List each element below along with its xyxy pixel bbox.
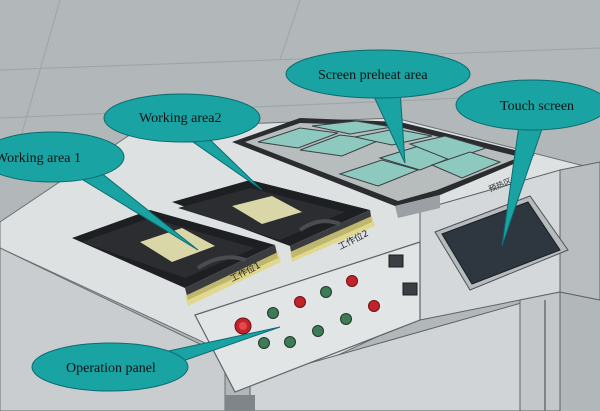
working-area-1-tray	[72, 210, 281, 306]
machine-foot	[225, 395, 255, 411]
callout-working-area-1: Working area 1	[0, 131, 199, 251]
preheat-glass-panes	[257, 120, 502, 187]
working-area-2-tray	[172, 180, 375, 262]
callout-label-touch-screen: Touch screen	[500, 99, 574, 114]
push-button-icon[interactable]	[312, 325, 324, 337]
push-button-icon[interactable]	[294, 296, 306, 308]
callout-screen-preheat-area: Screen preheat area	[285, 49, 471, 164]
push-button-icon[interactable]	[284, 336, 296, 348]
callout-label-working-area-2: Working area2	[139, 111, 221, 126]
callout-operation-panel: Operation panel	[31, 326, 281, 392]
callout-working-area-2: Working area2	[103, 93, 263, 191]
push-button-icon[interactable]	[346, 275, 358, 287]
preheat-frame-edge	[395, 195, 440, 218]
operation-panel-controls	[234, 254, 418, 349]
push-button-icon[interactable]	[368, 300, 380, 312]
callout-label-operation-panel: Operation panel	[66, 361, 156, 376]
push-button-icon[interactable]	[267, 307, 279, 319]
callout-label-working-area-1: Working area 1	[0, 151, 81, 166]
callout-touch-screen: Touch screen	[455, 79, 600, 247]
selector-switch-icon[interactable]	[402, 282, 418, 296]
touch-screen[interactable]	[434, 195, 569, 291]
selector-switch-icon[interactable]	[388, 254, 404, 268]
push-button-icon[interactable]	[320, 286, 332, 298]
cabinet-side	[559, 161, 600, 301]
callout-label-screen-preheat-area: Screen preheat area	[318, 68, 428, 83]
push-button-icon[interactable]	[340, 313, 352, 325]
push-button-icon[interactable]	[258, 337, 270, 349]
cabinet-lower-side	[519, 291, 561, 411]
operation-panel-face	[194, 241, 421, 393]
